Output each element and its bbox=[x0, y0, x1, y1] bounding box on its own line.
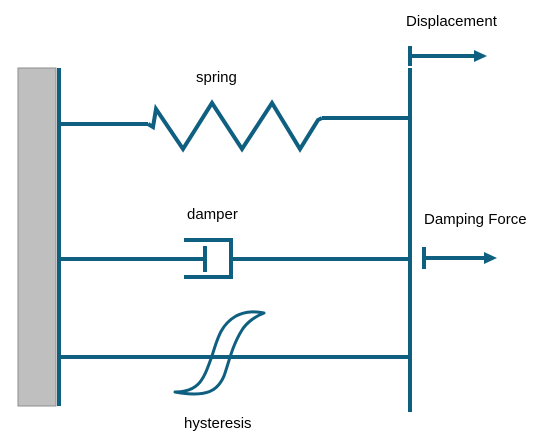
damper-element bbox=[59, 238, 410, 279]
damper-label: damper bbox=[187, 206, 238, 223]
displacement-arrowhead bbox=[474, 50, 487, 62]
damping-force-arrowhead bbox=[484, 252, 497, 264]
hysteresis-label: hysteresis bbox=[184, 415, 252, 432]
fixed-wall bbox=[17, 67, 57, 407]
displacement-label: Displacement bbox=[406, 13, 498, 30]
displacement-arrow bbox=[408, 46, 476, 66]
damping-force-label: Damping Force bbox=[424, 211, 527, 228]
hysteresis-loop bbox=[173, 310, 266, 396]
spring-element bbox=[59, 99, 410, 153]
spring-label: spring bbox=[196, 69, 237, 86]
damping-force-arrow bbox=[422, 247, 486, 269]
